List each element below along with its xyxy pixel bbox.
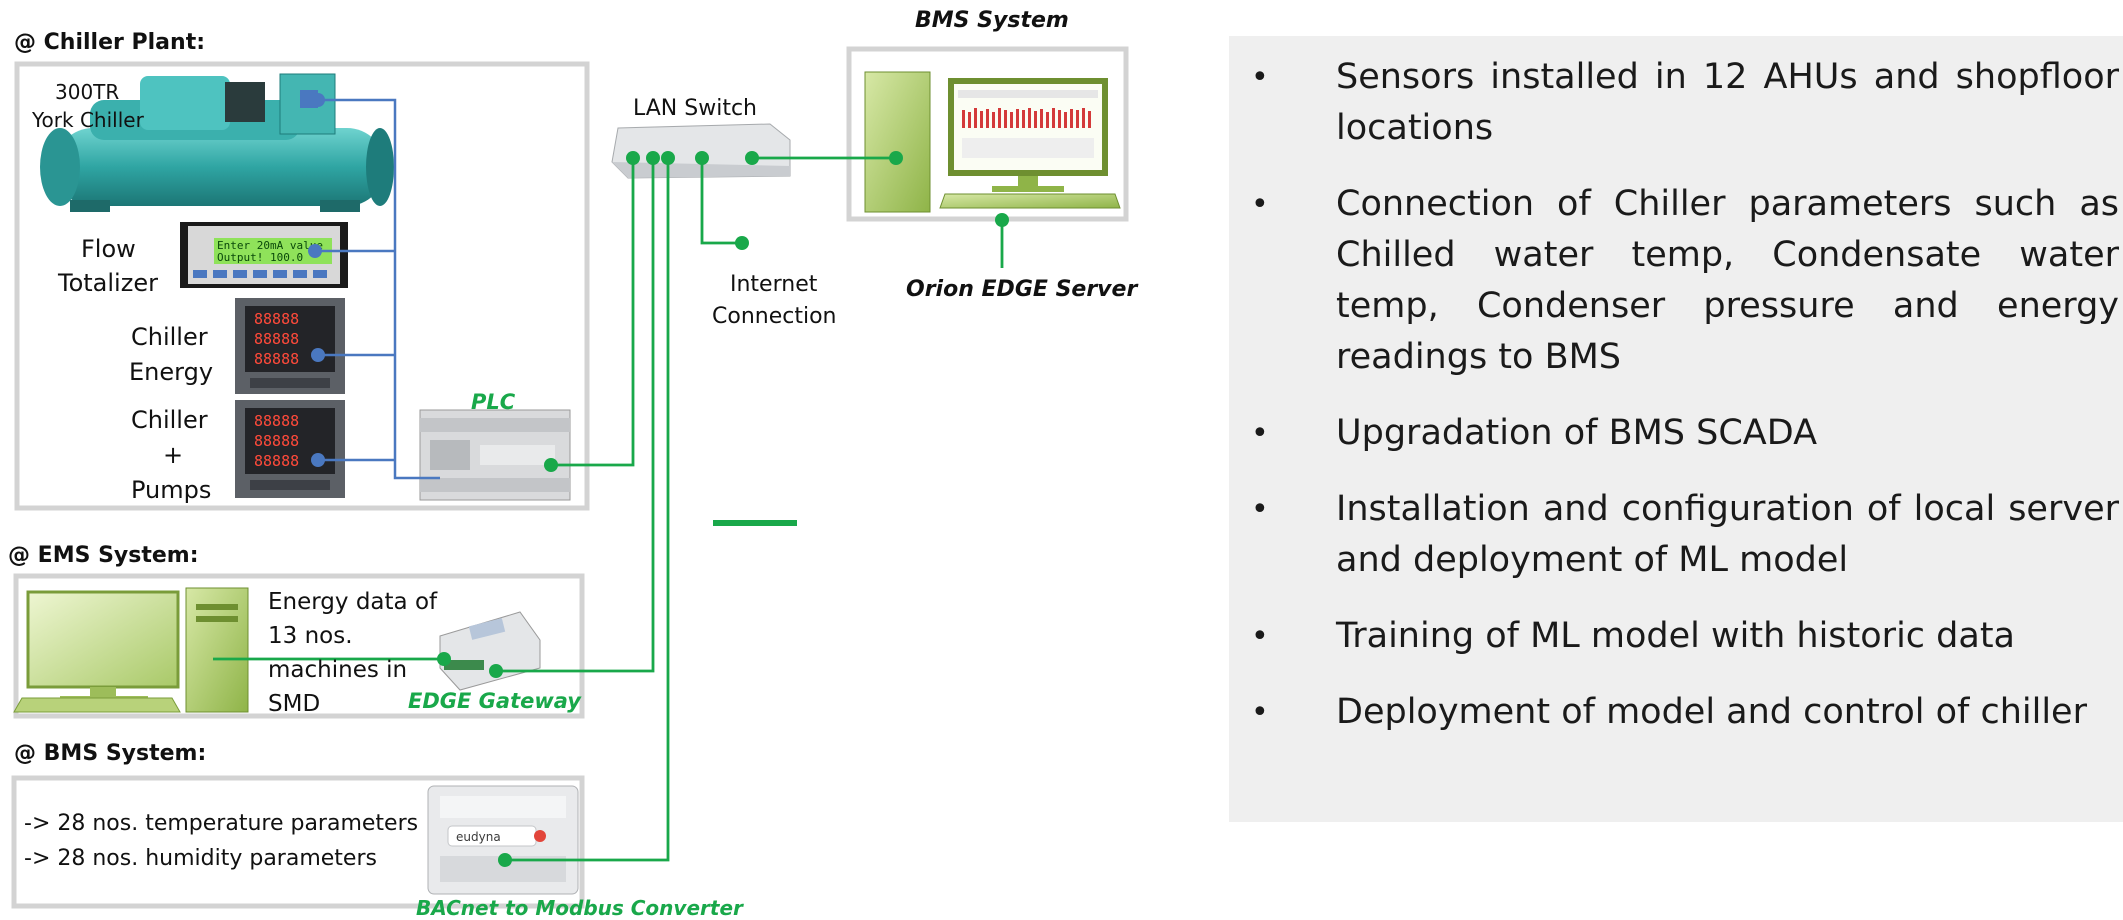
chiller-plant-box <box>14 61 590 511</box>
bacnet-converter-label: BACnet to Modbus Converter <box>416 896 743 920</box>
svg-text:88888: 88888 <box>254 310 299 328</box>
bullet-item: • Installation and configuration of local… <box>1229 484 2119 586</box>
bms-system-header: @ BMS System: <box>14 741 207 766</box>
lan-switch-device <box>611 123 791 179</box>
chiller-plant-header: @ Chiller Plant: <box>14 30 206 55</box>
green-connection-dots <box>437 151 1009 867</box>
bullet-dot-icon: • <box>1251 695 1269 730</box>
converter-brand-text: eudyna <box>456 830 501 844</box>
bms-system-box <box>11 775 585 909</box>
totalizer-line-2: Output! 100.0 <box>217 251 303 264</box>
bullet-dot-icon: • <box>1251 619 1269 654</box>
chiller-energy-label-line2: Energy <box>129 358 214 386</box>
bacnet-converter-device: eudyna <box>427 785 579 895</box>
bullet-text: Deployment of model and control of chill… <box>1336 692 2087 732</box>
ems-energy-text-line2: 13 nos. <box>268 623 353 649</box>
flow-totalizer-label-line2: Totalizer <box>58 269 158 297</box>
edge-gateway-device <box>439 611 541 691</box>
bms-param-temperature: -> 28 nos. temperature parameters <box>24 811 419 836</box>
bullet-dot-icon: • <box>1251 416 1269 451</box>
svg-text:88888: 88888 <box>254 412 299 430</box>
ems-energy-text-line1: Energy data of <box>268 589 438 615</box>
flow-totalizer-device: Enter 20mA value Output! 100.0 <box>180 222 348 288</box>
bullet-text: Sensors installed in 12 AHUs and shopflo… <box>1336 57 2119 148</box>
svg-text:88888: 88888 <box>254 452 299 470</box>
internet-label-line2: Connection <box>712 304 837 329</box>
bullet-text: Connection of Chiller parameters such as… <box>1336 184 2119 377</box>
bullet-text: Upgradation of BMS SCADA <box>1336 413 1818 453</box>
svg-text:88888: 88888 <box>254 330 299 348</box>
orion-edge-server-label: Orion EDGE Server <box>906 277 1138 302</box>
chiller-pumps-meter: 88888 88888 88888 <box>235 400 345 498</box>
bms-top-box <box>846 46 1129 222</box>
svg-text:88888: 88888 <box>254 350 299 368</box>
bms-system-title: BMS System <box>915 8 1069 33</box>
bullet-text: Training of ML model with historic data <box>1336 616 2015 656</box>
bullet-text: Installation and configuration of local … <box>1336 489 2119 580</box>
bms-param-humidity: -> 28 nos. humidity parameters <box>24 846 377 871</box>
flow-totalizer-label-line1: Flow <box>81 235 136 263</box>
ems-system-header: @ EMS System: <box>8 543 199 568</box>
chiller-label-line2: York Chiller <box>32 108 144 132</box>
plc-label: PLC <box>471 390 516 414</box>
bullet-item: • Deployment of model and control of chil… <box>1229 687 2119 738</box>
chiller-energy-meter: 88888 88888 88888 <box>235 298 345 394</box>
chiller-pumps-label-line3: Pumps <box>131 476 212 504</box>
ems-desktop-computer <box>13 587 249 713</box>
chiller-label-line1: 300TR <box>55 80 120 104</box>
chiller-energy-label-line1: Chiller <box>131 323 208 351</box>
summary-panel <box>1229 36 2123 822</box>
bullet-dot-icon: • <box>1251 60 1269 95</box>
bullet-dot-icon: • <box>1251 187 1269 222</box>
bullet-dot-icon: • <box>1251 492 1269 527</box>
ems-energy-text-line3: machines in <box>268 657 408 683</box>
bullet-item: • Upgradation of BMS SCADA <box>1229 408 2119 459</box>
bms-desktop-computer <box>864 71 1121 213</box>
green-network-lines <box>213 156 1004 862</box>
bullet-item: • Sensors installed in 12 AHUs and shopfl… <box>1229 52 2119 154</box>
ems-system-box <box>13 573 585 719</box>
blue-field-wiring <box>315 98 440 480</box>
york-chiller-image <box>40 73 394 212</box>
lan-switch-label: LAN Switch <box>633 96 757 121</box>
blue-connection-dots <box>308 93 325 467</box>
edge-gateway-label: EDGE Gateway <box>408 689 581 713</box>
internet-label-line1: Internet <box>730 272 818 297</box>
chiller-pumps-label-line1: Chiller <box>131 406 208 434</box>
plc-device <box>419 409 571 501</box>
bullet-item: • Connection of Chiller parameters such a… <box>1229 179 2119 383</box>
svg-text:88888: 88888 <box>254 432 299 450</box>
ems-energy-text-line4: SMD <box>268 691 321 717</box>
totalizer-line-1: Enter 20mA value <box>217 239 323 252</box>
summary-bullet-list: • Sensors installed in 12 AHUs and shopfl… <box>1229 52 2119 763</box>
bullet-item: • Training of ML model with historic data <box>1229 611 2119 662</box>
chiller-pumps-label-line2: + <box>163 441 184 469</box>
